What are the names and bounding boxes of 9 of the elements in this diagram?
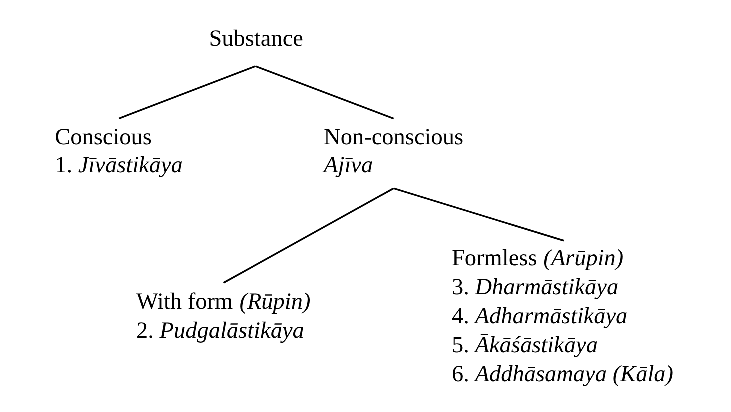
connector [223, 188, 394, 284]
connector [394, 188, 564, 242]
connector [118, 66, 256, 120]
node-text: With form (Rūpin) 2. Pudgalāstikāya [136, 288, 311, 344]
connector [255, 66, 394, 120]
node-text: Substance [209, 26, 304, 52]
node-text: Conscious 1. Jīvāstikāya [55, 124, 183, 178]
node-text: Non-conscious Ajīva [324, 124, 464, 178]
node-text: Formless (Arūpin) 3. Dharmāstikāya 4. Adharmāstikāya 5. Ākāśāstikāya 6. Addhāsamaya (Kāla) [452, 245, 674, 388]
